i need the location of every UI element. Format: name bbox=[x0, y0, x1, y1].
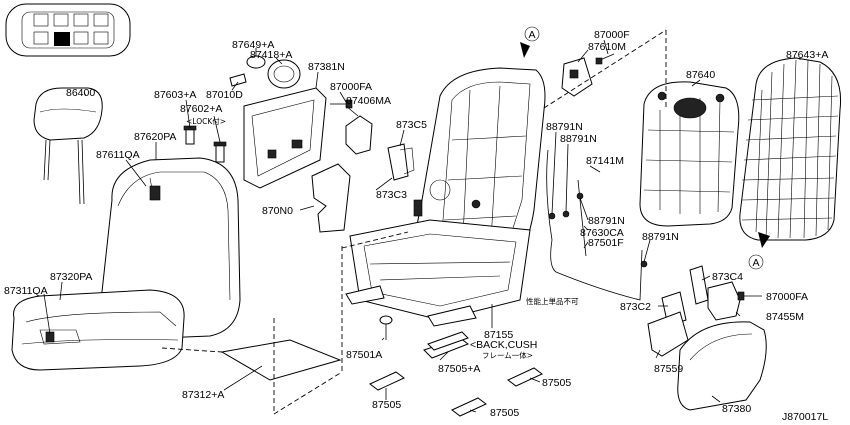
bolt-87000fa-2 bbox=[737, 291, 762, 301]
label-88791n-2: 88791N bbox=[560, 133, 597, 145]
seat-frame-87155 bbox=[345, 67, 546, 327]
bracket-870n0 bbox=[311, 163, 351, 233]
ref-letter-top: A bbox=[528, 29, 535, 41]
label-87320pa: 87320PA bbox=[50, 271, 92, 283]
label-87155: 87155 bbox=[484, 329, 513, 341]
label-87602a-note: <LOCK付> bbox=[186, 116, 226, 126]
label-87155-sub: <BACK,CUSH bbox=[470, 339, 537, 351]
label-87311qa: 87311QA bbox=[4, 285, 48, 297]
label-88791n-1: 88791N bbox=[546, 121, 583, 133]
label-87505-2: 87505 bbox=[490, 407, 519, 419]
cover-87455m bbox=[707, 281, 741, 321]
side-cover-87380 bbox=[677, 321, 767, 411]
bracket-87559 bbox=[647, 311, 689, 357]
label-87406ma: 87406MA bbox=[346, 95, 391, 107]
label-87000f: 87000F bbox=[594, 29, 630, 41]
label-87501a: 87501A bbox=[346, 349, 382, 361]
label-87010d: 87010D bbox=[206, 89, 243, 101]
label-87501f: 87501F bbox=[588, 237, 624, 249]
clip-87603 bbox=[183, 125, 197, 145]
label-88791n-3: 88791N bbox=[588, 215, 625, 227]
label-87620pa: 87620PA bbox=[134, 131, 176, 143]
back-panel-87643 bbox=[739, 57, 842, 241]
label-87312a: 87312+A bbox=[182, 389, 224, 401]
side-finisher bbox=[243, 87, 327, 189]
ref-letter-right: A bbox=[752, 257, 759, 269]
label-87602a: 87602+A bbox=[180, 103, 222, 115]
cushion-pad bbox=[220, 339, 342, 381]
bracket-873c4 bbox=[689, 265, 709, 305]
label-873c2: 873C2 bbox=[620, 301, 651, 313]
rail-cover-87505-2 bbox=[451, 397, 487, 417]
leader-lines bbox=[43, 39, 801, 413]
label-87640: 87640 bbox=[686, 69, 715, 81]
label-87141m: 87141M bbox=[586, 155, 624, 167]
lever-87610m bbox=[561, 57, 593, 97]
seat-cushion bbox=[11, 289, 185, 371]
bolt-87501a bbox=[379, 315, 393, 340]
label-87380: 87380 bbox=[722, 403, 751, 415]
label-87505-3: 87505 bbox=[542, 377, 571, 389]
headrest bbox=[33, 87, 103, 205]
label-87643a: 87643+A bbox=[786, 49, 828, 61]
label-87455m: 87455M bbox=[766, 311, 804, 323]
bolt-87000f bbox=[595, 53, 615, 65]
reference-arrow-right bbox=[748, 232, 770, 270]
label-87603a: 87603+A bbox=[154, 89, 196, 101]
bracket-873c5 bbox=[387, 143, 415, 181]
knob-87418 bbox=[267, 59, 301, 89]
rail-cover-87505a bbox=[423, 331, 470, 359]
screw-87010d bbox=[229, 73, 247, 87]
label-87155-note: 性能上単品不可 bbox=[526, 296, 579, 306]
label-873c5: 873C5 bbox=[396, 119, 427, 131]
diagram-id: J870017L bbox=[782, 411, 828, 423]
label-873c4: 873C4 bbox=[712, 271, 743, 283]
label-88791n-4: 88791N bbox=[642, 231, 679, 243]
label-87381n: 87381N bbox=[308, 61, 345, 73]
label-87418a: 87418+A bbox=[250, 49, 292, 61]
label-87611qa: 87611QA bbox=[96, 149, 140, 161]
label-87630ca: 87630CA bbox=[580, 227, 624, 239]
label-86400: 86400 bbox=[66, 87, 95, 99]
seat-back-board bbox=[639, 81, 740, 227]
label-87000fa-1: 87000FA bbox=[330, 81, 372, 93]
reference-arrow-top bbox=[520, 26, 540, 58]
label-87559: 87559 bbox=[654, 363, 683, 375]
label-87000fa-2: 87000FA bbox=[766, 291, 808, 303]
label-87610m: 87610M bbox=[588, 41, 626, 53]
label-87649a: 87649+A bbox=[232, 39, 274, 51]
rail-cover-87505-1 bbox=[369, 371, 405, 391]
clip-87602 bbox=[213, 141, 227, 163]
label-87505a: 87505+A bbox=[438, 363, 480, 375]
assembly-boundary bbox=[161, 29, 667, 415]
bracket-87406ma bbox=[345, 115, 373, 155]
label-87505-1: 87505 bbox=[372, 399, 401, 411]
vehicle-location-icon bbox=[5, 3, 131, 57]
label-87155-sub2: フレーム一体> bbox=[482, 350, 533, 360]
rail-cover-87505-3 bbox=[507, 367, 543, 387]
label-870n0: 870N0 bbox=[262, 205, 293, 217]
label-873c3: 873C3 bbox=[376, 189, 407, 201]
